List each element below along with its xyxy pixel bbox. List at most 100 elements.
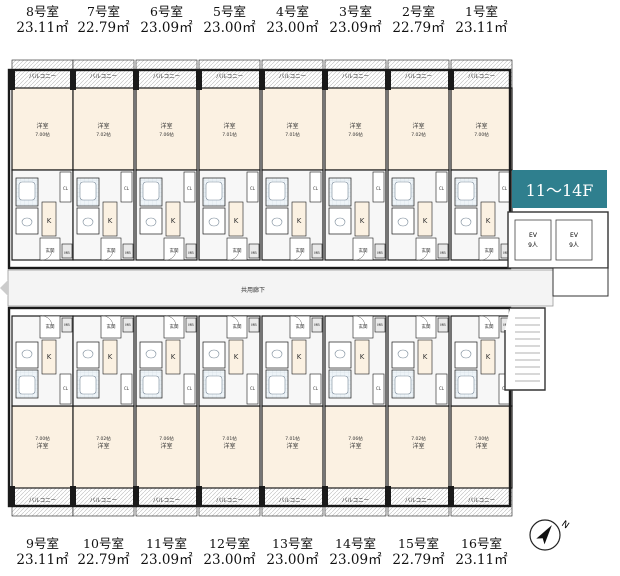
- entrance: [415, 315, 437, 339]
- unit-number: 6号室: [150, 4, 183, 19]
- balcony-label: バルコニー: [29, 497, 56, 504]
- western-room: [324, 87, 387, 171]
- closet-label: CL: [313, 386, 319, 391]
- entrance: [415, 237, 437, 261]
- unit-number: 11号室: [146, 536, 187, 551]
- pillar: [133, 70, 139, 90]
- entrance-label: 玄関: [46, 247, 55, 254]
- unit-number: 16号室: [461, 536, 502, 551]
- unit-number: 5号室: [213, 4, 246, 19]
- bathtub: [205, 375, 223, 395]
- entrance-label: 玄関: [359, 323, 368, 330]
- closet: [120, 373, 133, 405]
- door-swing: [165, 249, 177, 261]
- balcony: [198, 487, 261, 517]
- bathtub: [268, 181, 286, 201]
- kitchen: [480, 339, 496, 375]
- door-swing: [165, 315, 177, 327]
- outer-wall-top: [7, 68, 512, 270]
- north-arrow-icon: N: [529, 519, 571, 551]
- pillar: [196, 486, 202, 506]
- kitchen-label: K: [234, 217, 239, 225]
- balcony: [450, 487, 513, 517]
- western-room: [198, 405, 261, 489]
- door-swing: [291, 249, 303, 261]
- unit-area: 23.00㎡: [203, 19, 256, 36]
- balcony: [135, 59, 198, 89]
- western-room-label: 洋室: [223, 442, 235, 450]
- entrance-label: 玄関: [170, 247, 179, 254]
- bathtub: [331, 375, 349, 395]
- meter-box: [311, 317, 323, 333]
- outer-wall-bottom: [7, 306, 512, 508]
- kitchen-label: K: [486, 353, 491, 361]
- entrance-label: 玄関: [170, 323, 179, 330]
- western-room: [387, 87, 450, 171]
- bathtub: [394, 181, 412, 201]
- entrance: [163, 315, 185, 339]
- meter-box-label: MB: [503, 251, 509, 255]
- balcony-label: バルコニー: [405, 497, 432, 504]
- kitchen: [480, 201, 496, 237]
- entrance: [39, 315, 61, 339]
- western-room-size: 7.00帖: [35, 131, 50, 138]
- door-swing: [102, 249, 114, 261]
- entrance-label: 玄関: [359, 247, 368, 254]
- door-swing: [480, 249, 492, 261]
- western-room: [261, 405, 324, 489]
- balcony-label: バルコニー: [279, 497, 306, 504]
- closet-label: CL: [376, 186, 382, 191]
- toilet-icon: [82, 349, 94, 359]
- door-swing: [417, 249, 429, 261]
- unit-area: 23.00㎡: [203, 551, 256, 568]
- balcony-label: バルコニー: [153, 497, 180, 504]
- closet: [59, 373, 72, 405]
- kitchen-label: K: [234, 353, 239, 361]
- bathtub: [457, 181, 475, 201]
- meter-box: [185, 317, 197, 333]
- closet: [246, 171, 259, 203]
- entrance-label: 玄関: [485, 323, 494, 330]
- toilet-icon: [334, 217, 346, 227]
- bathtub: [457, 375, 475, 395]
- unit-area: 23.09㎡: [329, 551, 382, 568]
- kitchen: [417, 339, 433, 375]
- western-room: [72, 87, 135, 171]
- pillar: [385, 70, 391, 90]
- meter-box: [437, 317, 449, 333]
- toilet-icon: [21, 349, 33, 359]
- kitchen: [228, 201, 244, 237]
- meter-box: [122, 243, 134, 259]
- closet-label: CL: [187, 386, 193, 391]
- closet-label: CL: [313, 186, 319, 191]
- western-room-label: 洋室: [36, 442, 48, 450]
- door-swing: [228, 315, 240, 327]
- kitchen-label: K: [423, 353, 428, 361]
- pillar: [259, 70, 265, 90]
- balcony-label: バルコニー: [342, 73, 369, 80]
- pillar: [9, 486, 15, 506]
- toilet-icon: [334, 349, 346, 359]
- closet-label: CL: [250, 386, 256, 391]
- unit-area: 22.79㎡: [77, 551, 130, 568]
- closet: [435, 171, 448, 203]
- pillar: [448, 70, 454, 90]
- toilet-icon: [460, 217, 472, 227]
- meter-box: [374, 317, 386, 333]
- western-room-label: 洋室: [160, 442, 172, 450]
- elevator-1-capacity: 9人: [528, 242, 538, 249]
- entrance-label: 玄関: [485, 247, 494, 254]
